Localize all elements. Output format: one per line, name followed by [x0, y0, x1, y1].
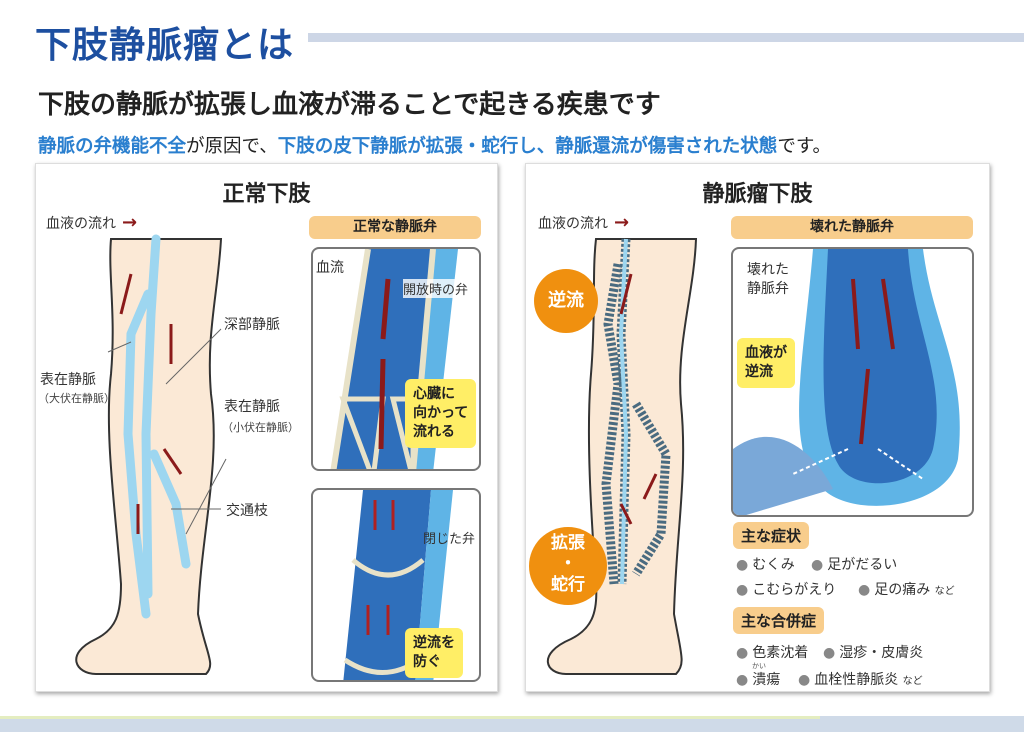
note-line: 血液が	[745, 345, 787, 361]
symptom-item: ●足の痛み など	[858, 582, 955, 598]
closed-valve-inset: 閉じた弁 逆流を防ぐ	[311, 488, 481, 682]
note-line: 流れる	[413, 424, 455, 440]
panel-title: 静脈瘤下肢	[702, 182, 813, 207]
note-line: 逆流	[745, 364, 773, 380]
complication-text: 潰瘍	[752, 672, 781, 688]
note-toward-heart: 心臓に向かって流れる	[405, 379, 477, 448]
arrow-icon: →	[614, 212, 630, 233]
arrow-icon: →	[122, 212, 138, 233]
normal-leg-panel: 正常下肢 血液の流れ → 表在静脈 （大伏在静脈） 深部静脈 表在静脈 （小伏在静…	[35, 163, 498, 692]
label-superficial-vein: 表在静脈	[40, 372, 96, 388]
complication-text: 湿疹・皮膚炎	[839, 645, 924, 661]
note-line: 逆流を	[413, 635, 455, 651]
symptom-item: ●足がだるい	[811, 557, 898, 573]
complication-text: 色素沈着	[752, 645, 809, 661]
symptom-item: ●こむらがえり	[736, 582, 837, 598]
normal-leg-illustration	[75, 234, 227, 675]
label-great-saphenous: （大伏在静脈）	[38, 392, 115, 405]
varicose-leg-illustration	[546, 238, 698, 675]
bubble-line: 拡張	[551, 533, 585, 553]
blood-flow-legend: 血液の流れ →	[538, 212, 629, 233]
etc-text: など	[934, 586, 955, 597]
symptom-text: 足の痛み	[874, 582, 931, 598]
desc-highlight: 下肢の皮下静脈が拡張・蛇行し、	[277, 136, 556, 157]
blood-flow-legend: 血液の流れ →	[46, 212, 137, 233]
desc-highlight: 静脈の弁機能不全	[38, 136, 187, 157]
symptoms-header: 主な症状	[733, 522, 810, 549]
desc-highlight: 静脈還流が傷害された状態	[555, 136, 778, 157]
etc-text: など	[902, 676, 923, 687]
desc-text: が原因で、	[186, 136, 278, 157]
label-superficial-vein-2: 表在静脈	[224, 399, 280, 415]
complication-item: ●湿疹・皮膚炎	[823, 645, 924, 661]
note-prevent-reflux: 逆流を防ぐ	[405, 628, 463, 678]
bubble-line: ・	[559, 554, 577, 574]
label-line: 静脈弁	[747, 281, 789, 297]
note-line: 防ぐ	[413, 654, 441, 670]
complications-header: 主な合併症	[733, 607, 825, 634]
label-perforator: 交通枝	[226, 503, 268, 519]
symptom-text: むくみ	[752, 557, 795, 573]
symptom-text: 足がだるい	[827, 557, 898, 573]
symptom-text: こむらがえり	[752, 582, 837, 598]
note-reflux: 血液が逆流	[737, 338, 795, 388]
complication-text: 血栓性静脈炎	[814, 672, 899, 688]
valve-header: 正常な静脈弁	[309, 216, 481, 239]
varicose-leg-panel: 静脈瘤下肢 血液の流れ→ 逆流 拡張・蛇行 壊れた静脈弁 壊れた静脈弁 血液が逆…	[525, 163, 990, 692]
note-line: 心臓に	[413, 386, 455, 402]
footer-band	[0, 716, 1024, 732]
page-title: 下肢静脈瘤とは	[35, 25, 295, 66]
title-divider	[308, 33, 1024, 42]
label-line: 壊れた	[747, 262, 789, 278]
bubble-line: 蛇行	[551, 575, 585, 595]
broken-valve-illustration	[733, 249, 960, 515]
label-open-valve: 開放時の弁	[403, 279, 469, 298]
complication-item: ●血栓性静脈炎 など	[798, 672, 923, 688]
valve-header: 壊れた静脈弁	[731, 216, 973, 239]
legend-label: 血液の流れ	[46, 216, 116, 232]
desc-text: です。	[777, 136, 831, 157]
symptom-item: ●むくみ	[736, 557, 795, 573]
label-deep-vein: 深部静脈	[224, 317, 280, 333]
description: 静脈の弁機能不全が原因で、下肢の皮下静脈が拡張・蛇行し、静脈還流が傷害された状態…	[38, 132, 831, 158]
note-line: 向かって	[413, 405, 469, 421]
legend-label: 血液の流れ	[538, 216, 608, 232]
complication-item: ●色素沈着	[736, 645, 809, 661]
reflux-bubble: 逆流	[534, 269, 598, 333]
label-closed-valve: 閉じた弁	[423, 532, 476, 547]
dilation-bubble: 拡張・蛇行	[529, 527, 607, 605]
subtitle: 下肢の静脈が拡張し血液が滞ることで起きる疾患です	[38, 90, 661, 120]
label-blood-flow: 血流	[316, 260, 344, 276]
complication-item: ●潰瘍	[736, 672, 781, 688]
panel-title: 正常下肢	[222, 182, 311, 207]
label-broken-valve: 壊れた静脈弁	[747, 261, 789, 299]
footer-accent	[0, 716, 820, 719]
ulcer-ruby: かい	[752, 662, 766, 670]
label-small-saphenous: （小伏在静脈）	[222, 421, 299, 434]
open-valve-inset: 血流 開放時の弁 心臓に向かって流れる	[311, 247, 481, 471]
broken-valve-inset: 壊れた静脈弁 血液が逆流	[731, 247, 974, 517]
